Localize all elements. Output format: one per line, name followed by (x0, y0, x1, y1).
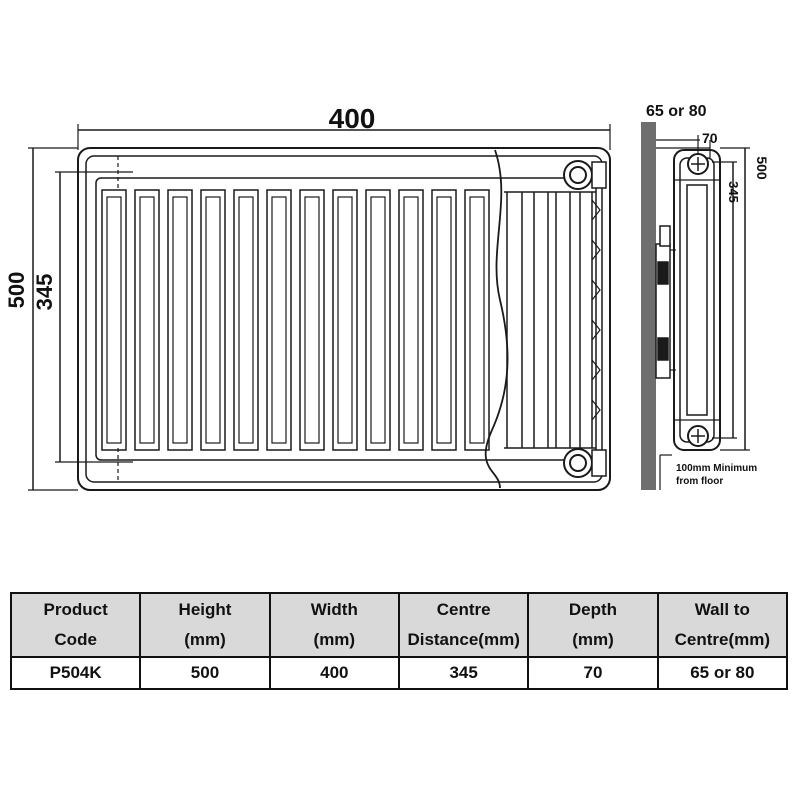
wall-bracket (655, 225, 676, 379)
bottom-pipe-connection (563, 448, 607, 478)
side-view (641, 122, 750, 490)
side-depth-label: 70 (702, 130, 718, 146)
table-row: P504K 500 400 345 70 65 or 80 (9, 656, 789, 690)
front-height-label: 500 (4, 272, 29, 309)
side-centre-label: 345 (726, 181, 741, 203)
floor-clearance-note-line2: from floor (676, 476, 723, 487)
radiator-fin-inner (370, 196, 386, 444)
radiator-body (77, 147, 611, 491)
header-width: Width(mm) (268, 592, 400, 658)
cell-height: 500 (139, 656, 271, 690)
header-height: Height(mm) (139, 592, 271, 658)
radiator-fin-inner (106, 196, 122, 444)
radiator-fin (200, 189, 226, 451)
wall-to-centre-label: 65 or 80 (646, 103, 707, 120)
radiator-fin-inner (436, 196, 452, 444)
radiator-fin-inner (337, 196, 353, 444)
front-width-label: 400 (329, 103, 376, 134)
cell-wall-to-centre: 65 or 80 (656, 656, 789, 690)
cell-width: 400 (268, 656, 400, 690)
radiator-fin (464, 189, 490, 451)
header-depth: Depth(mm) (527, 592, 659, 658)
radiator-side-profile (673, 149, 721, 451)
floor-clearance-note-line1: 100mm Minimum (676, 463, 757, 474)
wall (641, 122, 656, 490)
cell-depth: 70 (527, 656, 659, 690)
cell-centre-distance: 345 (397, 656, 530, 690)
radiator-fin (365, 189, 391, 451)
front-centre-label: 345 (32, 274, 57, 311)
radiator-fins (101, 189, 490, 451)
cell-product-code: P504K (9, 656, 142, 690)
radiator-fin-inner (304, 196, 320, 444)
radiator-fin (266, 189, 292, 451)
radiator-fin-inner (139, 196, 155, 444)
radiator-fin (431, 189, 457, 451)
radiator-fin (101, 189, 127, 451)
radiator-fin-inner (403, 196, 419, 444)
radiator-fin-inner (469, 196, 485, 444)
radiator-fin (299, 189, 325, 451)
radiator-fin-inner (172, 196, 188, 444)
radiator-fin (332, 189, 358, 451)
front-view (28, 124, 611, 491)
radiator-fin (134, 189, 160, 451)
radiator-fin (167, 189, 193, 451)
radiator-fin-inner (205, 196, 221, 444)
side-height-label: 500 (754, 156, 770, 180)
radiator-fin (233, 189, 259, 451)
radiator-fin-inner (271, 196, 287, 444)
radiator-dimension-diagram: 400 500 345 (4, 103, 770, 491)
top-pipe-connection (563, 160, 607, 190)
radiator-fin-inner (238, 196, 254, 444)
radiator-fin (398, 189, 424, 451)
